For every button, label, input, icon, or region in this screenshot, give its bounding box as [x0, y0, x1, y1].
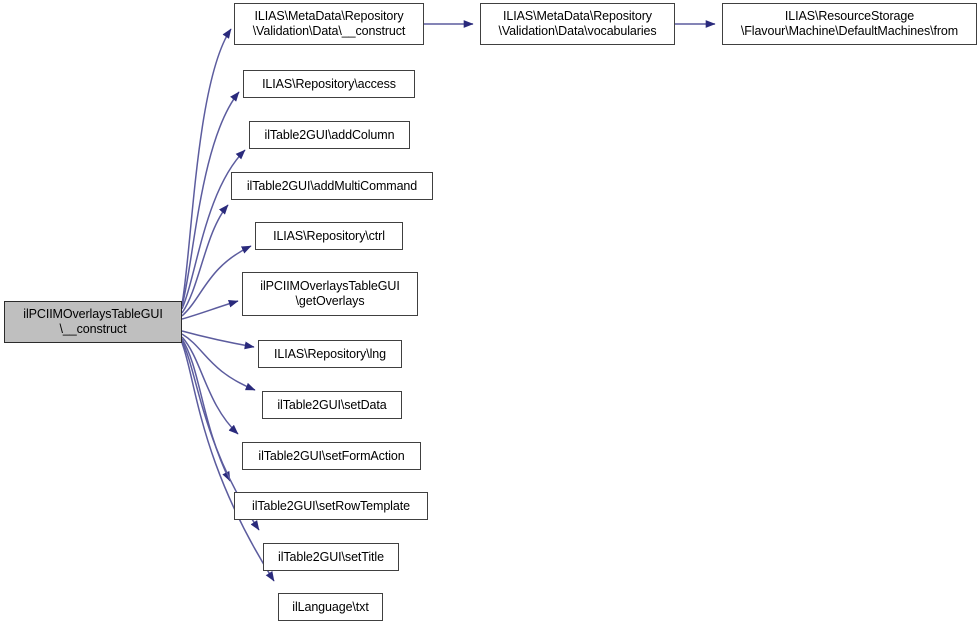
- graph-node-set-row-template[interactable]: ilTable2GUI\setRowTemplate: [234, 492, 428, 520]
- graph-node-label: ILIAS\MetaData\Repository \Validation\Da…: [252, 9, 406, 38]
- graph-node-repository-ctrl[interactable]: ILIAS\Repository\ctrl: [255, 222, 403, 250]
- graph-node-label: ILIAS\MetaData\Repository \Validation\Da…: [498, 9, 657, 38]
- graph-node-language-txt[interactable]: ilLanguage\txt: [278, 593, 383, 621]
- graph-node-label: ilTable2GUI\setTitle: [278, 549, 384, 564]
- graph-node-label: ilPCIIMOverlaysTableGUI \__construct: [23, 307, 163, 336]
- graph-node-label: ilTable2GUI\setRowTemplate: [252, 498, 410, 513]
- graph-node-label: ILIAS\Repository\access: [262, 76, 396, 91]
- graph-node-root[interactable]: ilPCIIMOverlaysTableGUI \__construct: [4, 301, 182, 343]
- graph-edge-root-to-set-row-template: [181, 338, 231, 482]
- graph-node-label: ILIAS\Repository\ctrl: [273, 228, 385, 243]
- graph-node-set-title[interactable]: ilTable2GUI\setTitle: [263, 543, 399, 571]
- graph-node-repository-access[interactable]: ILIAS\Repository\access: [243, 70, 415, 98]
- graph-node-add-column[interactable]: ilTable2GUI\addColumn: [249, 121, 410, 149]
- graph-node-label: ilTable2GUI\addMultiCommand: [246, 178, 418, 193]
- graph-edge-root-to-set-data: [181, 333, 256, 391]
- graph-node-get-overlays[interactable]: ilPCIIMOverlaysTableGUI \getOverlays: [242, 272, 418, 316]
- graph-edge-root-to-repository-ctrl: [181, 245, 252, 317]
- graph-edge-root-to-get-overlays: [181, 299, 239, 320]
- graph-node-set-data[interactable]: ilTable2GUI\setData: [262, 391, 402, 419]
- graph-edge-root-to-add-multi-command: [181, 204, 229, 314]
- graph-edge-root-to-set-form-action: [181, 336, 239, 435]
- graph-node-label: ILIAS\Repository\lng: [274, 346, 386, 361]
- graph-node-label: ilLanguage\txt: [292, 599, 369, 614]
- graph-node-add-multi-command[interactable]: ilTable2GUI\addMultiCommand: [231, 172, 433, 200]
- graph-node-metadata-construct[interactable]: ILIAS\MetaData\Repository \Validation\Da…: [234, 3, 424, 45]
- graph-node-label: ilTable2GUI\addColumn: [264, 127, 395, 142]
- graph-edge-root-to-repository-lng: [181, 330, 255, 350]
- graph-node-repository-lng[interactable]: ILIAS\Repository\lng: [258, 340, 402, 368]
- graph-edge-root-to-metadata-construct: [181, 28, 232, 305]
- graph-node-label: ilTable2GUI\setFormAction: [258, 448, 405, 463]
- graph-node-set-form-action[interactable]: ilTable2GUI\setFormAction: [242, 442, 421, 470]
- graph-node-vocabularies[interactable]: ILIAS\MetaData\Repository \Validation\Da…: [480, 3, 675, 45]
- graph-node-default-machines-from[interactable]: ILIAS\ResourceStorage \Flavour\Machine\D…: [722, 3, 977, 45]
- graph-node-label: ILIAS\ResourceStorage \Flavour\Machine\D…: [740, 9, 959, 38]
- graph-node-label: ilPCIIMOverlaysTableGUI \getOverlays: [260, 279, 400, 308]
- graph-node-label: ilTable2GUI\setData: [277, 397, 387, 412]
